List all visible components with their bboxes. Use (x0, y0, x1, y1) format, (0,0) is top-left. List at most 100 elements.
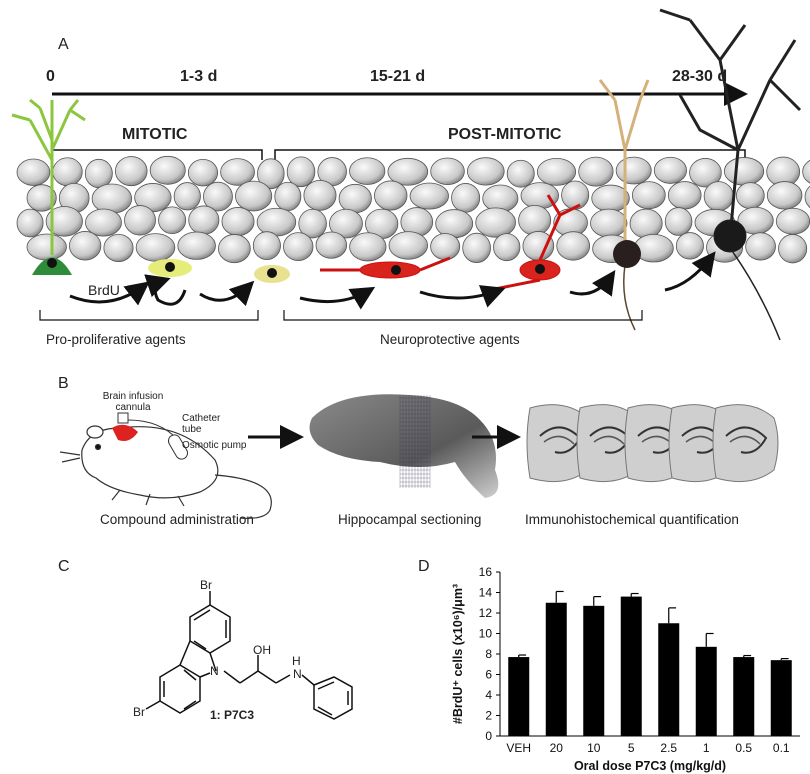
granule-cell (52, 157, 83, 187)
granule-cell (103, 233, 134, 262)
bar (658, 623, 680, 736)
granule-cell (804, 185, 810, 209)
bar (583, 605, 605, 736)
panel-a-illustration (11, 8, 810, 341)
panel-b-illustration (59, 394, 779, 519)
cannula (117, 412, 129, 424)
timeline-label-2: 15-21 d (370, 68, 426, 85)
granule-cell (387, 157, 429, 186)
mitotic-bracket (51, 149, 263, 160)
panel-a-label: A (58, 36, 69, 53)
granule-cell (286, 156, 316, 188)
timeline-label-0: 0 (46, 68, 55, 85)
y-tick-label: 12 (479, 606, 493, 620)
y-tick-label: 14 (479, 586, 493, 600)
granule-cell (475, 207, 516, 238)
granule-cell (16, 158, 51, 186)
x-axis-label: Oral dose P7C3 (mg/kg/d) (574, 759, 726, 773)
catheter-label: Catheter tube (182, 413, 221, 435)
granule-cell (349, 232, 387, 262)
atom-n-ring: N (210, 664, 219, 678)
granule-cell (778, 234, 808, 264)
granule-cell (187, 158, 219, 187)
granule-cell (536, 158, 577, 186)
granule-cell (177, 231, 216, 260)
x-tick-label: 2.5 (660, 741, 677, 755)
granule-cell (462, 232, 491, 264)
bar (620, 596, 642, 736)
granule-cell (303, 179, 337, 211)
x-tick-label: 5 (628, 741, 635, 755)
pro-proliferative-caption: Pro-proliferative agents (46, 332, 186, 347)
neuroprotective-caption: Neuroprotective agents (380, 332, 520, 347)
granule-cell (235, 180, 273, 212)
pro-proliferative-bracket (39, 310, 259, 321)
granule-cell (388, 231, 429, 260)
y-tick-label: 16 (479, 565, 493, 579)
granule-cell (188, 205, 220, 235)
granule-cell (114, 156, 148, 187)
granule-cell (158, 206, 187, 235)
granule-cell (556, 231, 591, 261)
bar (695, 646, 717, 736)
granule-cell (349, 157, 386, 185)
p7c3-structure (145, 591, 353, 720)
granule-cell (664, 207, 693, 236)
granule-cell (85, 208, 122, 237)
granule-cell (283, 232, 314, 262)
granule-cell (203, 181, 233, 212)
granule-cell (766, 181, 803, 210)
granule-cell (493, 233, 521, 262)
granule-cell (745, 232, 776, 261)
infusion-site (112, 424, 138, 441)
granule-cell (775, 207, 810, 235)
post-mitotic-label: POST-MITOTIC (448, 126, 562, 143)
granule-cell (135, 233, 176, 262)
granule-cell (274, 181, 302, 212)
step-hippocampal-sectioning: Hippocampal sectioning (338, 512, 482, 527)
compound-label: 1: P7C3 (210, 708, 255, 722)
radial-glia-cell (11, 98, 86, 275)
granule-cell (430, 157, 465, 186)
granule-cell (149, 155, 186, 185)
granule-cell (667, 181, 702, 210)
brain-slice (712, 404, 779, 483)
mitotic-label: MITOTIC (122, 126, 188, 143)
maturing-neuron (598, 79, 650, 331)
granule-cell (338, 183, 372, 214)
granule-cell (16, 208, 44, 238)
pump-label: Osmotic pump (182, 440, 247, 451)
y-axis-label: #BrdU⁺ cells (x10⁶)/μm³ (451, 584, 465, 724)
granule-cell (735, 182, 765, 210)
granule-cell (69, 231, 102, 261)
bar (508, 657, 530, 736)
granule-cell (703, 181, 734, 212)
x-tick-label: 20 (550, 741, 564, 755)
y-tick-label: 4 (485, 688, 492, 702)
granule-cell (315, 231, 348, 259)
neuroprotective-bracket (283, 310, 643, 321)
granule-cell (256, 207, 297, 237)
granule-cell (653, 156, 687, 184)
brdu-label: BrdU (88, 282, 120, 298)
granule-cell (329, 208, 363, 239)
granule-cell (802, 159, 810, 184)
x-tick-label: 0.1 (773, 741, 790, 755)
granule-cell (298, 208, 327, 239)
bar (545, 602, 567, 736)
granule-cell (252, 231, 281, 261)
granule-cell (218, 234, 251, 264)
y-tick-label: 0 (485, 729, 492, 743)
atom-oh: OH (253, 643, 271, 657)
y-tick-label: 6 (485, 668, 492, 682)
mature-neuron (659, 8, 802, 341)
cannula-label: Brain infusion cannula (102, 391, 164, 413)
granule-cell (173, 182, 201, 211)
x-tick-label: VEH (506, 741, 531, 755)
neuron-nuclei (391, 264, 545, 275)
granule-cell-layer (16, 155, 810, 264)
granule-cell (45, 206, 83, 237)
granule-cell (615, 156, 652, 185)
y-tick-label: 2 (485, 709, 492, 723)
granule-cell (578, 156, 614, 187)
